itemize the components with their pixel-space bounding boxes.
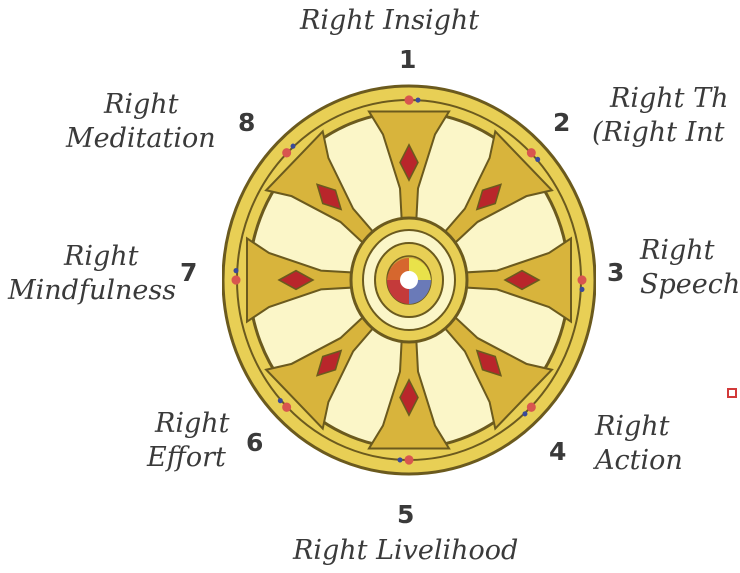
label-right-insight: Right Insight [300,4,479,38]
label-right-effort: Right Effort [147,407,230,475]
label-right-livelihood: Right Livelihood [293,534,518,568]
label-right-mindfulness: Right Mindfulness [8,240,176,308]
number-1: 1 [399,45,416,74]
wheel-hub [351,218,467,342]
label-right-thought: Right Th (Right Int [610,82,728,150]
selection-handle[interactable] [727,388,737,398]
label-right-meditation: Right Meditation [66,88,216,156]
number-3: 3 [607,258,624,287]
dharma-wheel [222,84,596,476]
label-right-speech: Right Speech [640,234,740,302]
number-5: 5 [397,500,414,529]
number-7: 7 [180,258,197,287]
label-right-action: Right Action [595,410,683,478]
